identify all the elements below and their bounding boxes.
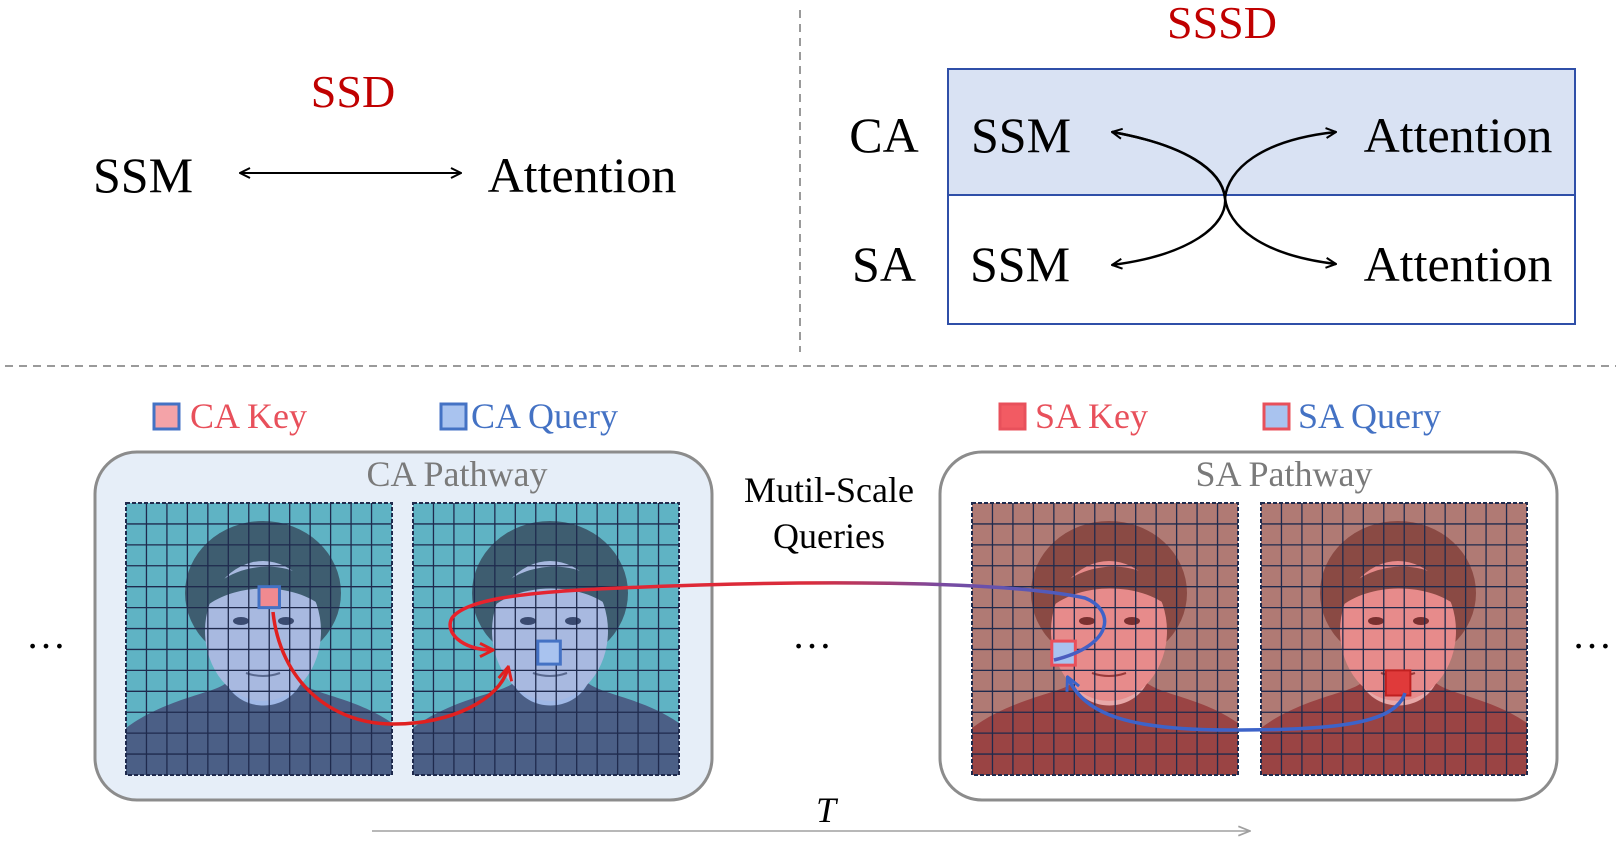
sssd-ca-row-label: CA — [849, 107, 918, 163]
sa-frame-1-border — [971, 502, 1239, 776]
sa-frame-2-border — [1260, 502, 1528, 776]
multiscale-line1: Mutil-Scale — [744, 470, 914, 510]
legend-ca-key: CA Key — [190, 396, 307, 436]
ca-frame-1-border — [125, 502, 393, 776]
sa-key-swatch — [998, 402, 1027, 431]
ellipsis-right: … — [1572, 612, 1612, 657]
ca-query-swatch — [439, 402, 468, 431]
ca-key-swatch — [152, 402, 181, 431]
sssd-sa-row-label: SA — [852, 236, 916, 292]
sssd-ca-band — [947, 68, 1576, 196]
ca-frame-1 — [126, 503, 392, 775]
sssd-sa-attention: Attention — [1364, 236, 1553, 292]
ellipsis-middle: … — [792, 612, 832, 657]
sssd-cross-curve-right-bottom — [1223, 197, 1336, 264]
multiscale-line2: Queries — [773, 516, 885, 556]
ssd-title: SSD — [311, 66, 395, 117]
sa-key-patch — [1384, 669, 1412, 697]
ca-key-patch — [257, 585, 281, 610]
sssd-sa-band — [947, 194, 1576, 325]
legend-sa-key: SA Key — [1035, 396, 1148, 436]
ssd-ssm-label: SSM — [93, 147, 193, 203]
legend-ca-query: CA Query — [471, 396, 618, 436]
legend-sa-query: SA Query — [1298, 396, 1441, 436]
sa-frame-2 — [1261, 503, 1527, 775]
ca-query-patch — [536, 639, 562, 666]
sa-query-swatch — [1262, 402, 1291, 431]
multiscale-query-arrow — [448, 581, 1107, 662]
ssd-attention-label: Attention — [488, 147, 677, 203]
sa-pathway-label: SA Pathway — [1195, 454, 1372, 494]
ellipsis-left: … — [26, 612, 66, 657]
sa-key-to-query-arrow — [1068, 678, 1407, 732]
ca-pathway-label: CA Pathway — [366, 454, 547, 494]
ca-frame-2 — [413, 503, 679, 775]
ca-frame-2-border — [412, 502, 680, 776]
sssd-sa-ssm: SSM — [970, 236, 1070, 292]
ca-key-to-query-arrow — [271, 611, 508, 726]
sssd-title: SSSD — [1167, 0, 1277, 48]
sssd-ca-ssm: SSM — [971, 107, 1071, 163]
sssd-ca-attention: Attention — [1364, 107, 1553, 163]
sssd-cross-curve-right-top — [1223, 132, 1336, 199]
sa-frame-1 — [972, 503, 1238, 775]
sssd-cross-curve-left-top — [1112, 132, 1227, 199]
time-axis-label: T — [816, 790, 839, 830]
